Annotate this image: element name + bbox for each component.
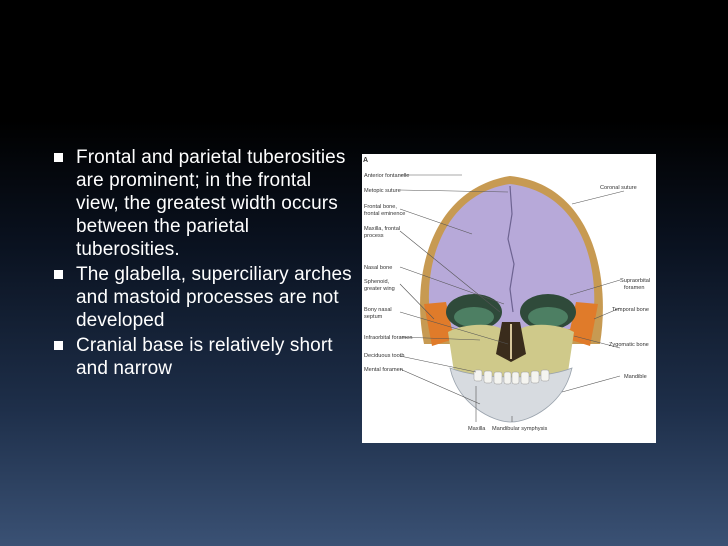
label-temporal-bone: Temporal bone [612, 307, 649, 313]
mandible [449, 367, 573, 423]
orbit-left-floor [454, 307, 494, 327]
label-frontal-eminence: frontal eminence [364, 211, 405, 217]
label-infraorbital-foramen: Infraorbital foramen [364, 335, 413, 341]
bullet-text: Frontal and parietal tuberosities are pr… [76, 147, 346, 260]
panel-letter: A [363, 157, 368, 164]
skull-illustration: A Anterior fontanelle Metopic suture Fro… [362, 154, 656, 443]
teeth [473, 369, 550, 385]
label-maxilla: Maxilla [468, 426, 486, 432]
label-zygomatic-bone: Zygomatic bone [609, 342, 649, 348]
label-mandibular-symphysis: Mandibular symphysis [492, 426, 548, 432]
label-mental-foramen: Mental foramen [364, 367, 403, 373]
label-nasal-bone: Nasal bone [364, 265, 392, 271]
label-coronal-suture: Coronal suture [600, 185, 637, 191]
bullet-square-icon [54, 270, 63, 279]
label-greater-wing: greater wing [364, 286, 395, 292]
skull-diagram: A Anterior fontanelle Metopic suture Fro… [363, 157, 650, 432]
label-supraorbital: Supraorbital [620, 278, 650, 284]
label-frontal-bone: Frontal bone, [364, 204, 397, 210]
metopic-suture [507, 185, 515, 313]
bullet-item: Cranial base is relatively short and nar… [52, 334, 352, 380]
label-septum: septum [364, 314, 383, 320]
label-deciduous-tooth: Deciduous tooth [364, 353, 404, 359]
label-metopic-suture: Metopic suture [364, 188, 401, 194]
bullet-text: The glabella, superciliary arches and ma… [76, 264, 352, 331]
bullet-square-icon [54, 153, 63, 162]
label-bony-nasal: Bony nasal [364, 307, 392, 313]
label-foramen: foramen [624, 285, 645, 291]
orbit-right-floor [528, 307, 568, 327]
bullet-square-icon [54, 341, 63, 350]
label-mandible: Mandible [624, 374, 647, 380]
bullet-list: Frontal and parietal tuberosities are pr… [52, 146, 352, 382]
bullet-item: The glabella, superciliary arches and ma… [52, 263, 352, 332]
bullet-item: Frontal and parietal tuberosities are pr… [52, 146, 352, 261]
label-process: process [364, 233, 384, 239]
bullet-text: Cranial base is relatively short and nar… [76, 335, 333, 379]
label-sphenoid: Sphenoid, [364, 279, 390, 285]
label-anterior-fontanelle: Anterior fontanelle [364, 173, 409, 179]
label-maxilla-frontal: Maxilla, frontal [364, 226, 400, 232]
